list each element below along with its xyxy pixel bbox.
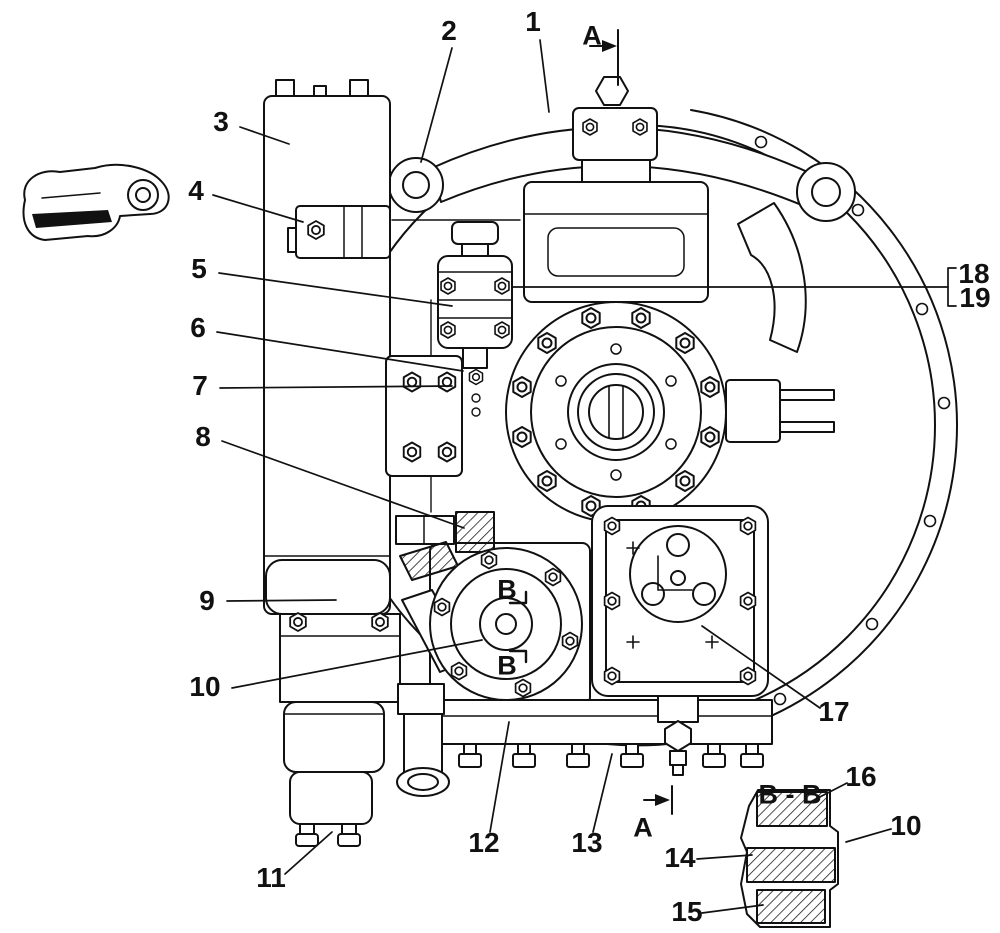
filter-assembly xyxy=(265,559,450,847)
section-bb-title: B - B xyxy=(758,779,822,810)
rotation-arrow xyxy=(737,202,807,353)
callout-14: 14 xyxy=(664,842,696,873)
callout-7: 7 xyxy=(192,370,208,401)
callout-4: 4 xyxy=(188,175,204,206)
output-flange xyxy=(401,547,583,701)
top-mount-bolt xyxy=(572,76,658,183)
callout-19: 19 xyxy=(959,282,991,313)
charge-pump-cover xyxy=(591,505,769,697)
solenoid-bracket xyxy=(287,205,391,259)
bb-section-detail xyxy=(740,789,839,928)
callout-17: 17 xyxy=(818,696,850,727)
leader-lines xyxy=(212,39,957,914)
section-b-lower-label: B xyxy=(497,650,517,681)
callout-1: 1 xyxy=(525,6,541,37)
left-valve-body xyxy=(263,79,391,615)
callout-3: 3 xyxy=(213,106,229,137)
callout-13: 13 xyxy=(571,827,603,858)
relief-valve xyxy=(437,221,513,369)
section-a-bottom-label: A xyxy=(633,812,653,843)
callout-8: 8 xyxy=(195,421,211,452)
section-markers xyxy=(508,29,673,815)
section-b-upper-label: B xyxy=(497,574,517,605)
callout-6: 6 xyxy=(190,312,206,343)
loose-bracket-part xyxy=(22,163,170,241)
drain-plug xyxy=(657,695,699,776)
side-connector xyxy=(725,379,835,443)
callout-16: 16 xyxy=(845,761,877,792)
callout-11: 11 xyxy=(256,862,286,893)
callout-9: 9 xyxy=(199,585,215,616)
callout-2: 2 xyxy=(441,15,457,46)
callout-15: 15 xyxy=(671,896,703,927)
callout-12: 12 xyxy=(468,827,500,858)
callout-10-detail: 10 xyxy=(890,810,922,841)
callout-18: 18 xyxy=(958,258,990,289)
callout-5: 5 xyxy=(191,253,207,284)
lifting-bracket xyxy=(388,126,856,222)
pump-body xyxy=(523,181,709,303)
section-a-top-label: A xyxy=(582,20,602,51)
main-flange xyxy=(505,301,727,523)
oil-pan xyxy=(435,699,773,768)
callout-10: 10 xyxy=(189,671,221,702)
